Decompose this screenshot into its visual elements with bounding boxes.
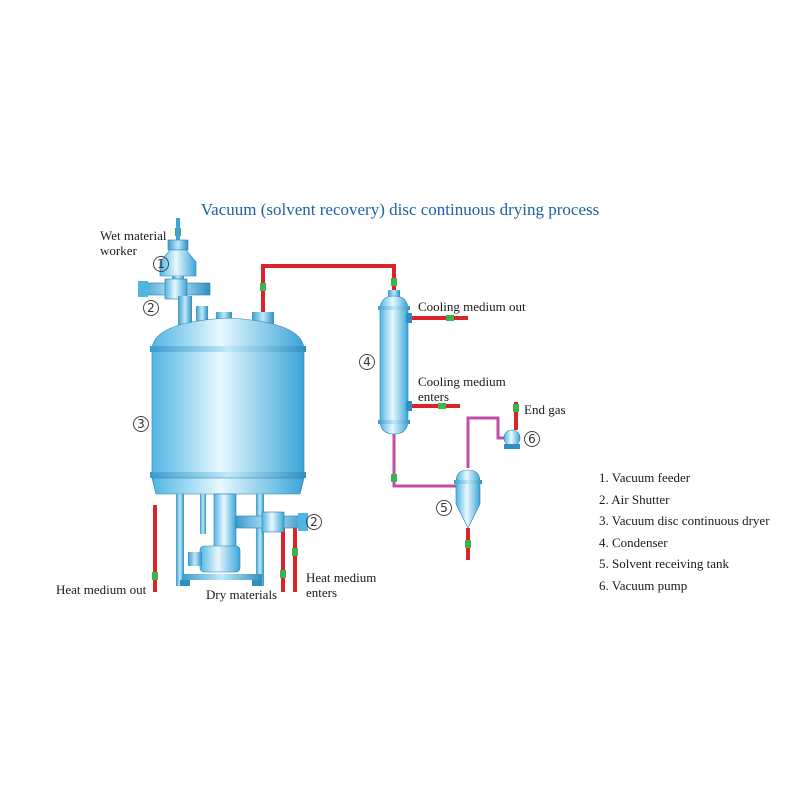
disc-dryer bbox=[150, 306, 306, 586]
heat-medium-enters-line1: Heat medium bbox=[306, 570, 377, 585]
legend-item: 5. Solvent receiving tank bbox=[599, 556, 729, 571]
legend-item: 1. Vacuum feeder bbox=[599, 470, 691, 485]
air-shutter-bottom bbox=[235, 511, 308, 533]
air-shutter-top bbox=[138, 278, 211, 326]
heat-medium-enters-line2: enters bbox=[306, 585, 338, 600]
legend-item: 4. Condenser bbox=[599, 534, 668, 550]
solvent-pipes bbox=[392, 416, 510, 488]
vacuum-pump bbox=[503, 429, 521, 449]
marker-vacuum-pump: 6 bbox=[524, 431, 540, 447]
marker-condenser: 4 bbox=[359, 354, 375, 370]
heat-medium-enters-label: Heat medium enters bbox=[306, 570, 376, 600]
legend-item: 3. Vacuum disc continuous dryer bbox=[599, 513, 770, 528]
condenser bbox=[378, 290, 412, 435]
solvent-receiving-tank bbox=[454, 469, 482, 529]
wet-material-line2: worker bbox=[100, 243, 137, 258]
end-gas-label: End gas bbox=[524, 402, 566, 417]
wet-material-label: Wet material worker bbox=[100, 228, 166, 258]
legend-item: 6. Vacuum pump bbox=[599, 577, 688, 593]
marker-air-shutter-bottom: 2 bbox=[306, 514, 322, 530]
cooling-medium-enters-line1: Cooling medium bbox=[418, 374, 506, 389]
dry-materials-label: Dry materials bbox=[206, 587, 278, 602]
cooling-medium-enters-label: Cooling medium enters bbox=[418, 374, 506, 404]
legend-item: 2. Air Shutter bbox=[599, 491, 670, 507]
marker-feeder: 1 bbox=[153, 256, 169, 272]
wet-material-line1: Wet material bbox=[100, 228, 167, 243]
cooling-medium-enters-line2: enters bbox=[418, 389, 450, 404]
cooling-medium-out-label: Cooling medium out bbox=[418, 299, 526, 314]
legend: 1. Vacuum feeder 2. Air Shutter 3. Vacuu… bbox=[599, 467, 770, 596]
marker-receiving-tank: 5 bbox=[436, 500, 452, 516]
diagram-title: Vacuum (solvent recovery) disc continuou… bbox=[200, 200, 600, 219]
heat-medium-out-label: Heat medium out bbox=[56, 582, 147, 597]
marker-dryer: 3 bbox=[133, 416, 149, 432]
marker-air-shutter-top: 2 bbox=[143, 300, 159, 316]
